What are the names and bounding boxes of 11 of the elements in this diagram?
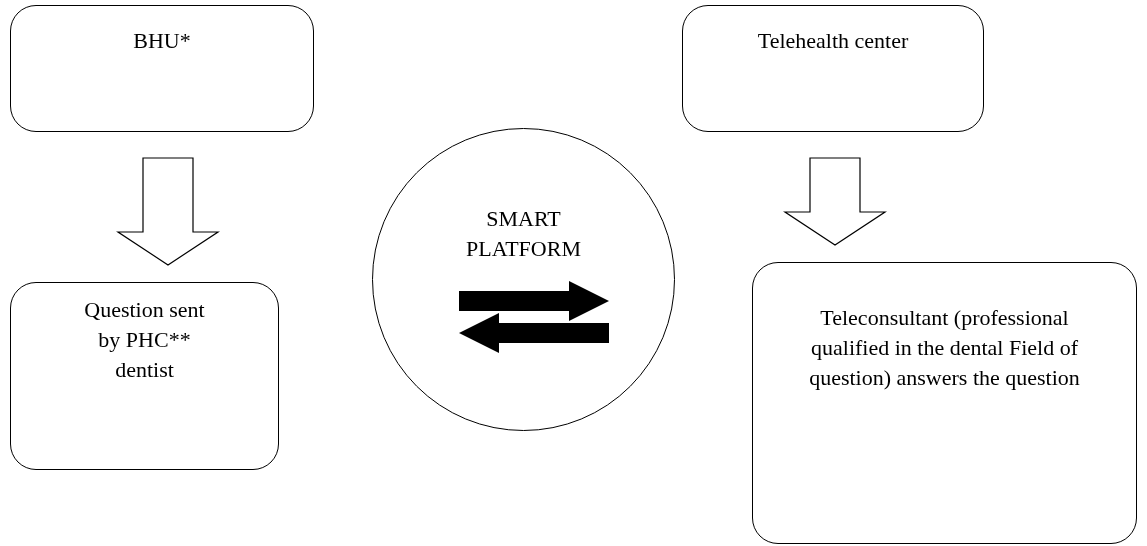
hollow-arrow — [783, 157, 887, 246]
hollow-arrow — [116, 157, 220, 266]
node-label: BHU* — [133, 27, 191, 55]
node-label: Teleconsultant (professional qualified in the dental Field of question) answers the question — [808, 304, 1081, 392]
node-label: Telehealth center — [757, 27, 909, 55]
rounded-box — [682, 5, 984, 132]
rounded-box — [10, 282, 279, 470]
node-label: Question sent by PHC** dentist — [83, 296, 206, 384]
rounded-box — [752, 262, 1137, 544]
rounded-box — [10, 5, 314, 132]
node-label: SMART PLATFORM — [465, 205, 582, 263]
